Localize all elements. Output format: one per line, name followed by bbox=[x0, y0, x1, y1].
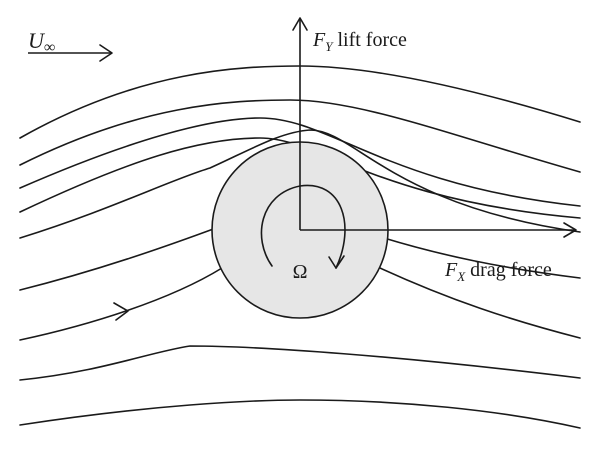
streamline-7-left bbox=[19, 267, 223, 341]
drag-axis bbox=[300, 222, 577, 238]
lift-axis bbox=[292, 17, 308, 230]
lower-streamlines bbox=[19, 345, 581, 429]
streamline-3 bbox=[19, 117, 581, 207]
streamline-6-left bbox=[19, 227, 217, 291]
drag-force-label: FX drag force bbox=[444, 259, 552, 284]
free-stream-label: U∞ bbox=[28, 28, 55, 56]
streamline-8 bbox=[19, 345, 581, 381]
streamline-direction-arrow bbox=[113, 302, 129, 321]
omega-label: Ω bbox=[293, 261, 308, 283]
streamline-9 bbox=[19, 399, 581, 429]
free-stream-arrow bbox=[28, 44, 113, 62]
streamline-5 bbox=[19, 129, 581, 239]
streamline-2 bbox=[19, 99, 581, 173]
streamline-6-right bbox=[383, 237, 581, 279]
lift-force-label: FY lift force bbox=[312, 29, 407, 54]
streamline-7-right bbox=[379, 267, 581, 339]
